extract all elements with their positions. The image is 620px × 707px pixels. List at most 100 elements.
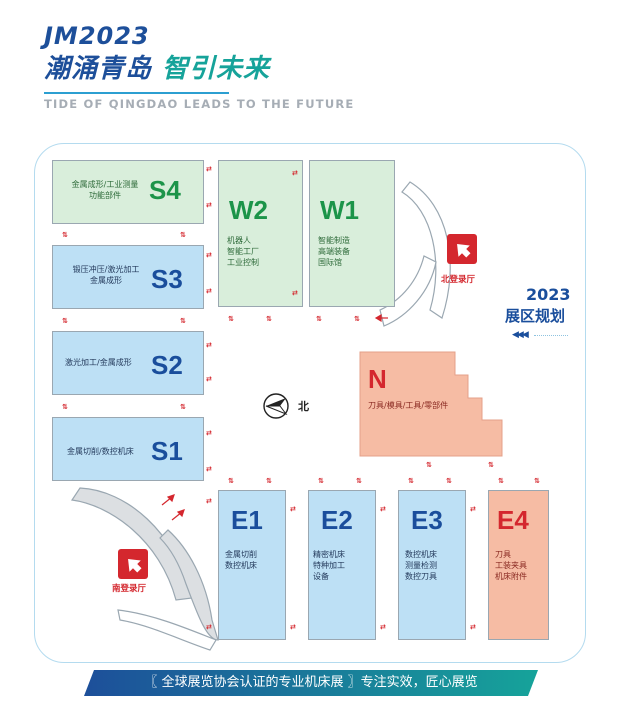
north-lobby-building	[401, 181, 451, 319]
flow-arrow-icon: ⇄	[470, 623, 476, 631]
hall-s3-line: 金属成形	[90, 276, 122, 285]
hall-e4[interactable]: E4 刀具 工装夹具 机床附件	[488, 490, 549, 640]
hall-e1-line: 数控机床	[225, 561, 257, 570]
flow-arrow-icon: ⇅	[446, 477, 452, 485]
hall-s1[interactable]: 金属切削/数控机床 S1	[52, 417, 204, 481]
header-rule	[44, 92, 229, 94]
hall-s2-desc: 激光加工/金属成形	[65, 358, 132, 367]
hall-s4[interactable]: 金属成形/工业测量 功能部件 S4	[52, 160, 204, 224]
flow-arrow-icon: ⇄	[206, 623, 212, 631]
hall-e3-line: 测量检测	[405, 561, 437, 570]
flow-arrow-icon: ⇄	[380, 505, 386, 513]
hall-n[interactable]: N 刀具/模具/工具/零部件	[360, 354, 505, 456]
hall-s2[interactable]: 激光加工/金属成形 S2	[52, 331, 204, 395]
flow-arrow-icon: ⇅	[180, 403, 186, 411]
dotted-divider	[534, 335, 568, 336]
flow-arrow-icon: ⇅	[228, 315, 234, 323]
hall-e4-desc: 刀具 工装夹具 机床附件	[495, 549, 527, 582]
flow-arrow-icon: ⇄	[206, 341, 212, 349]
south-lobby-label: 南登录厅	[112, 584, 147, 594]
hall-w2-line: 机器人	[227, 236, 251, 245]
flow-arrow-icon: ⇄	[206, 465, 212, 473]
hall-s1-code: S1	[151, 436, 183, 466]
flow-arrow-icon: ⇄	[206, 165, 212, 173]
hall-s1-desc: 金属切削/数控机床	[67, 447, 134, 456]
south-lobby-icon[interactable]	[118, 549, 148, 579]
hall-e1[interactable]: E1 金属切削 数控机床	[218, 490, 286, 640]
flow-arrow-icon: ⇅	[498, 477, 504, 485]
north-lobby-label: 北登录厅	[441, 275, 476, 285]
flow-arrow-icon: ⇅	[354, 315, 360, 323]
exhibition-site-outline	[34, 143, 586, 663]
hall-s4-line: 功能部件	[89, 191, 121, 200]
hall-w1-line: 国际馆	[318, 258, 342, 267]
slogan-english: TIDE OF QINGDAO LEADS TO THE FUTURE	[44, 97, 355, 111]
hall-e3-desc: 数控机床 测量检测 数控刀具	[405, 549, 437, 582]
hall-w2-line: 工业控制	[227, 258, 259, 267]
hall-n-code: N	[368, 364, 387, 394]
hall-w2[interactable]: W2 机器人 智能工厂 工业控制	[218, 160, 303, 307]
flow-arrow-icon: ⇄	[380, 623, 386, 631]
brand-title: JM2023	[44, 22, 150, 50]
banner-text: 〖 全球展览协会认证的专业机床展 〗专注实效，匠心展览	[144, 675, 478, 690]
plan-year: 2023	[526, 285, 571, 304]
flow-arrow-icon: ⇅	[180, 231, 186, 239]
hall-e1-desc: 金属切削 数控机床	[225, 549, 257, 571]
plan-title: 展区规划	[505, 307, 566, 325]
hall-w1-line: 智能制造	[318, 236, 350, 245]
hall-e2-line: 特种加工	[313, 561, 345, 570]
flow-arrow-icon: ⇄	[292, 169, 298, 177]
hall-w1[interactable]: W1 智能制造 高端装备 国际馆	[309, 160, 395, 307]
flow-arrow-icon: ⇅	[62, 403, 68, 411]
hall-s4-code: S4	[149, 175, 181, 205]
flow-arrow-icon: ⇅	[408, 477, 414, 485]
flow-arrow-icon: ⇅	[356, 477, 362, 485]
hall-s2-code: S2	[151, 350, 183, 380]
north-compass-icon	[263, 393, 289, 419]
chevron-left-icon: ◀◀◀	[512, 330, 529, 340]
flow-arrow-icon: ⇅	[534, 477, 540, 485]
flow-arrow-icon: ⇅	[266, 477, 272, 485]
slogan: 潮涌青岛智引未来	[44, 48, 270, 85]
flow-arrow-icon: ⇄	[206, 287, 212, 295]
hall-e3-line: 数控机床	[405, 550, 437, 559]
hall-e3[interactable]: E3 数控机床 测量检测 数控刀具	[398, 490, 466, 640]
flow-arrow-icon: ⇄	[206, 429, 212, 437]
hall-s3[interactable]: 锻压冲压/激光加工 金属成形 S3	[52, 245, 204, 309]
hall-e4-line: 刀具	[495, 550, 511, 559]
hall-e2[interactable]: E2 精密机床 特种加工 设备	[308, 490, 376, 640]
flow-arrow-icon: ⇄	[206, 251, 212, 259]
flow-arrow-icon: ⇅	[316, 315, 322, 323]
hall-e4-code: E4	[497, 505, 529, 535]
flow-arrow-icon: ⇅	[228, 477, 234, 485]
south-lobby-wing	[159, 529, 219, 641]
north-lobby-icon[interactable]	[447, 234, 477, 264]
hall-e3-code: E3	[411, 505, 443, 535]
flow-arrow-icon: ⇅	[180, 317, 186, 325]
hall-e1-code: E1	[231, 505, 263, 535]
banner-background	[84, 670, 538, 696]
hall-e4-line: 机床附件	[495, 572, 527, 581]
hall-e2-code: E2	[321, 505, 353, 535]
hall-w2-desc: 机器人 智能工厂 工业控制	[227, 235, 259, 268]
slogan-main: 潮涌青岛	[44, 54, 153, 84]
flow-arrow-icon: ⇄	[290, 505, 296, 513]
hall-s3-line: 锻压冲压/激光加工	[72, 265, 140, 274]
flow-arrow-icon: ⇄	[290, 623, 296, 631]
hall-w1-code: W1	[320, 195, 359, 225]
hall-e2-desc: 精密机床 特种加工 设备	[313, 549, 345, 582]
hall-e4-line: 工装夹具	[495, 561, 527, 570]
north-lobby-wing	[379, 255, 437, 327]
flow-arrow-icon: ⇄	[206, 201, 212, 209]
hall-e2-line: 设备	[313, 572, 329, 581]
hall-e3-line: 数控刀具	[405, 572, 437, 581]
hall-w1-line: 高端装备	[318, 247, 350, 256]
hall-s3-desc: 锻压冲压/激光加工 金属成形	[63, 264, 149, 286]
flow-arrow-icon	[161, 494, 185, 521]
flow-arrow-icon: ⇄	[470, 505, 476, 513]
compass-label: 北	[298, 400, 309, 413]
south-lobby-curve	[117, 609, 217, 651]
flow-arrow-icon: ⇅	[488, 461, 494, 469]
hall-n-desc: 刀具/模具/工具/零部件	[368, 401, 449, 410]
